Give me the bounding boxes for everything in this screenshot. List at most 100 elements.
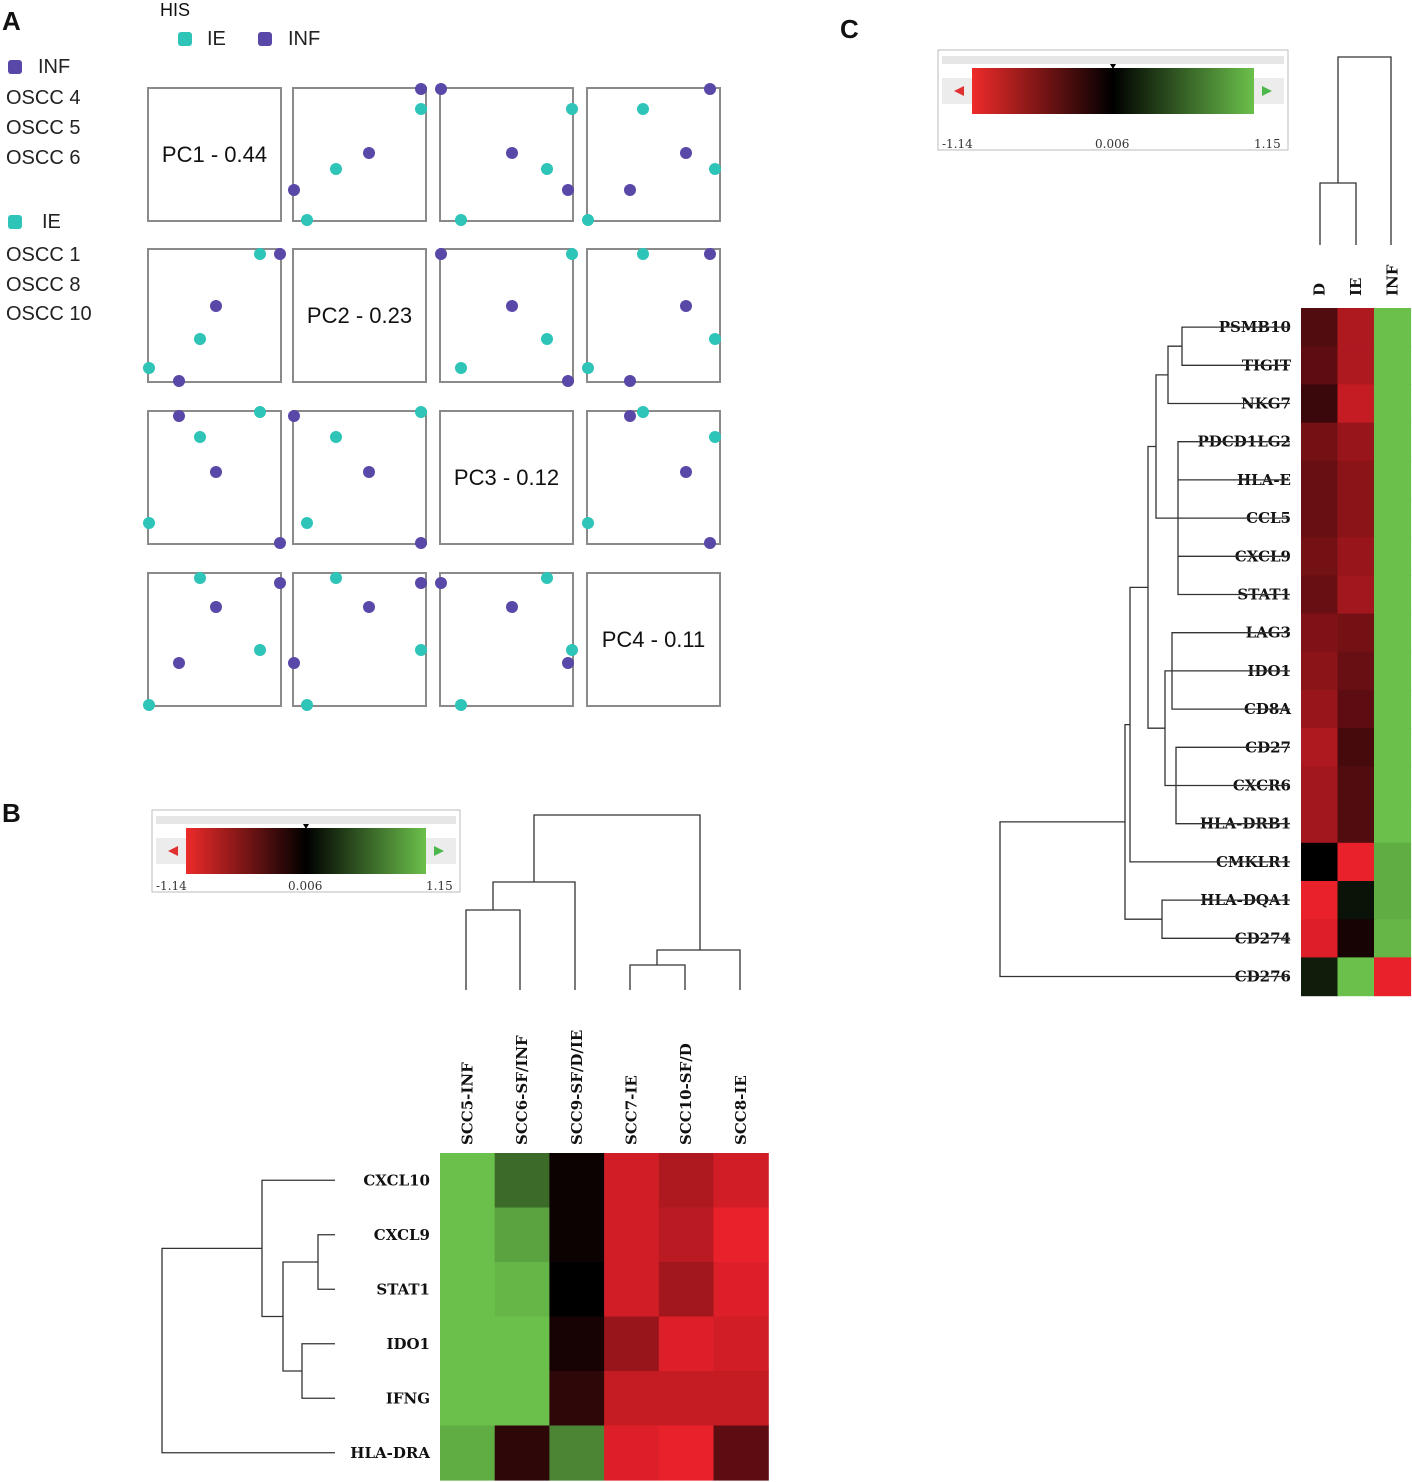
- heatmap-b-cell: [604, 1262, 660, 1318]
- inf-point: [362, 147, 375, 160]
- inf-point: [415, 577, 428, 590]
- heatmap-b-row-label: STAT1: [376, 1280, 430, 1298]
- pca-scatter-cell: [288, 406, 428, 549]
- heatmap-b-row-label: IFNG: [386, 1389, 430, 1407]
- heatb-scale-mid: 0.006: [288, 879, 322, 893]
- inf-sample-2: OSCC 5: [6, 117, 81, 139]
- ie-point: [709, 333, 722, 346]
- inf-point: [703, 247, 716, 260]
- heatb-right-arrow-icon: [434, 846, 444, 856]
- inf-swatch-top: [258, 32, 272, 46]
- heatmap-c-cell: [1301, 575, 1339, 615]
- heatmap-c-row-dendrogram: [999, 821, 1290, 978]
- his-legend-title: HIS: [160, 0, 191, 20]
- heatmap-b-row-dendrogram: [301, 1343, 335, 1399]
- heatb-midpoint-marker: [303, 824, 309, 829]
- inf-point: [680, 466, 693, 479]
- inf-point: [209, 466, 222, 479]
- heatmap-b-cell: [713, 1316, 769, 1372]
- heatmap-c-cell: [1337, 537, 1375, 576]
- inf-point: [680, 300, 693, 313]
- heatmap-b-column-label: SCC9-SF/D/IE: [568, 1030, 586, 1145]
- heatmap-c-cell: [1374, 804, 1412, 844]
- panel-a-letter: A: [2, 6, 21, 36]
- heatmap-c-cell: [1301, 384, 1339, 424]
- ie-point: [194, 571, 207, 584]
- inf-point: [435, 247, 447, 260]
- heatmap-c-cell: [1374, 460, 1412, 500]
- heatmap-c-cell: [1337, 575, 1375, 615]
- pca-diagonal-cell: PC3 - 0.12: [439, 410, 574, 545]
- ie-point: [254, 643, 267, 656]
- ie-point: [454, 699, 467, 711]
- heatmap-b-cell: [549, 1207, 605, 1263]
- inf-point: [274, 537, 286, 549]
- heatmap-b-cell: [713, 1371, 769, 1427]
- heatc-scale-min: -1.14: [942, 137, 973, 151]
- pca-diagonal-cell: PC4 - 0.11: [586, 572, 721, 707]
- heatmap-c-column-label: INF: [1383, 264, 1401, 296]
- heatmap-b-cell: [440, 1316, 496, 1372]
- ie-point: [566, 102, 578, 115]
- heatmap-b-cell: [494, 1262, 550, 1318]
- pca-scatter-cell: [143, 571, 286, 711]
- heatc-colorbar-track: [942, 56, 1284, 64]
- heatmap-c-col-dendrogram: [1319, 182, 1357, 245]
- heatmap-b-column-label: SCC6-SF/INF: [513, 1035, 531, 1145]
- inf-point: [274, 247, 286, 260]
- inf-point: [209, 600, 222, 613]
- heatmap-c-cell: [1337, 842, 1375, 882]
- ie-point: [254, 247, 267, 260]
- panel-c-letter: C: [840, 14, 859, 44]
- heatmap-b-column-label: SCC10-SF/D: [677, 1043, 695, 1145]
- heatmap-b-cell: [440, 1371, 496, 1427]
- pca-scatter-cell: [582, 83, 722, 226]
- ie-point: [301, 214, 314, 226]
- heatmap-c-cell: [1337, 957, 1375, 997]
- ie-point: [582, 361, 594, 374]
- heatb-scale-min: -1.14: [156, 879, 187, 893]
- heatmap-b-cell: [713, 1207, 769, 1263]
- heatmap-c-cell: [1301, 919, 1339, 958]
- heatmap-b-cell: [658, 1425, 715, 1481]
- ie-point: [329, 571, 342, 584]
- heatmap-b-column-label: SCC8-IE: [732, 1075, 750, 1145]
- heatmap-b-cell: [549, 1153, 605, 1209]
- heatmap-b-cell: [658, 1371, 715, 1427]
- heatmap-b-row-dendrogram: [282, 1261, 318, 1372]
- ie-point: [541, 162, 554, 175]
- heatc-left-arrow-icon: [954, 86, 964, 96]
- heatmap-c-cell: [1337, 499, 1375, 538]
- heatmap-c-cell: [1374, 881, 1412, 920]
- ie-sample-3: OSCC 10: [6, 303, 92, 325]
- inf-point: [288, 183, 300, 196]
- heatmap-c-cell: [1337, 766, 1375, 806]
- inf-point: [505, 147, 518, 160]
- inf-point: [288, 657, 300, 670]
- heatmap-c-cell: [1301, 537, 1339, 576]
- inf-point: [562, 657, 575, 670]
- pca-scatter-cell: [435, 571, 578, 711]
- heatmap-c-cell: [1374, 422, 1412, 462]
- heatmap-b-cell: [658, 1207, 715, 1263]
- heatmap-c-cell: [1337, 804, 1375, 844]
- heatmap-b-row-dendrogram: [161, 1247, 335, 1454]
- ie-point: [329, 430, 342, 443]
- heatmap-b-cell: [549, 1425, 605, 1481]
- pc-variance-label: PC3 - 0.12: [453, 464, 560, 490]
- heatmap-c-cell: [1337, 308, 1375, 347]
- heatmap-b-cell: [494, 1316, 550, 1372]
- ie-point: [637, 406, 650, 418]
- ie-point: [329, 162, 342, 175]
- heatmap-b-cell: [494, 1207, 550, 1263]
- pca-scatter-cell: [143, 406, 286, 549]
- heatmap-b-cell: [604, 1207, 660, 1263]
- heatb-colorbar-track: [156, 816, 456, 824]
- heatmap-c-cell: [1301, 422, 1339, 462]
- ie-legend-left: IE: [42, 211, 61, 233]
- pca-scatter-cell: [582, 406, 722, 549]
- inf-legend-top: INF: [288, 28, 321, 50]
- heatmap-b-cell: [604, 1425, 660, 1481]
- ie-sample-1: OSCC 1: [6, 244, 81, 266]
- heatmap-c-cell: [1301, 690, 1339, 729]
